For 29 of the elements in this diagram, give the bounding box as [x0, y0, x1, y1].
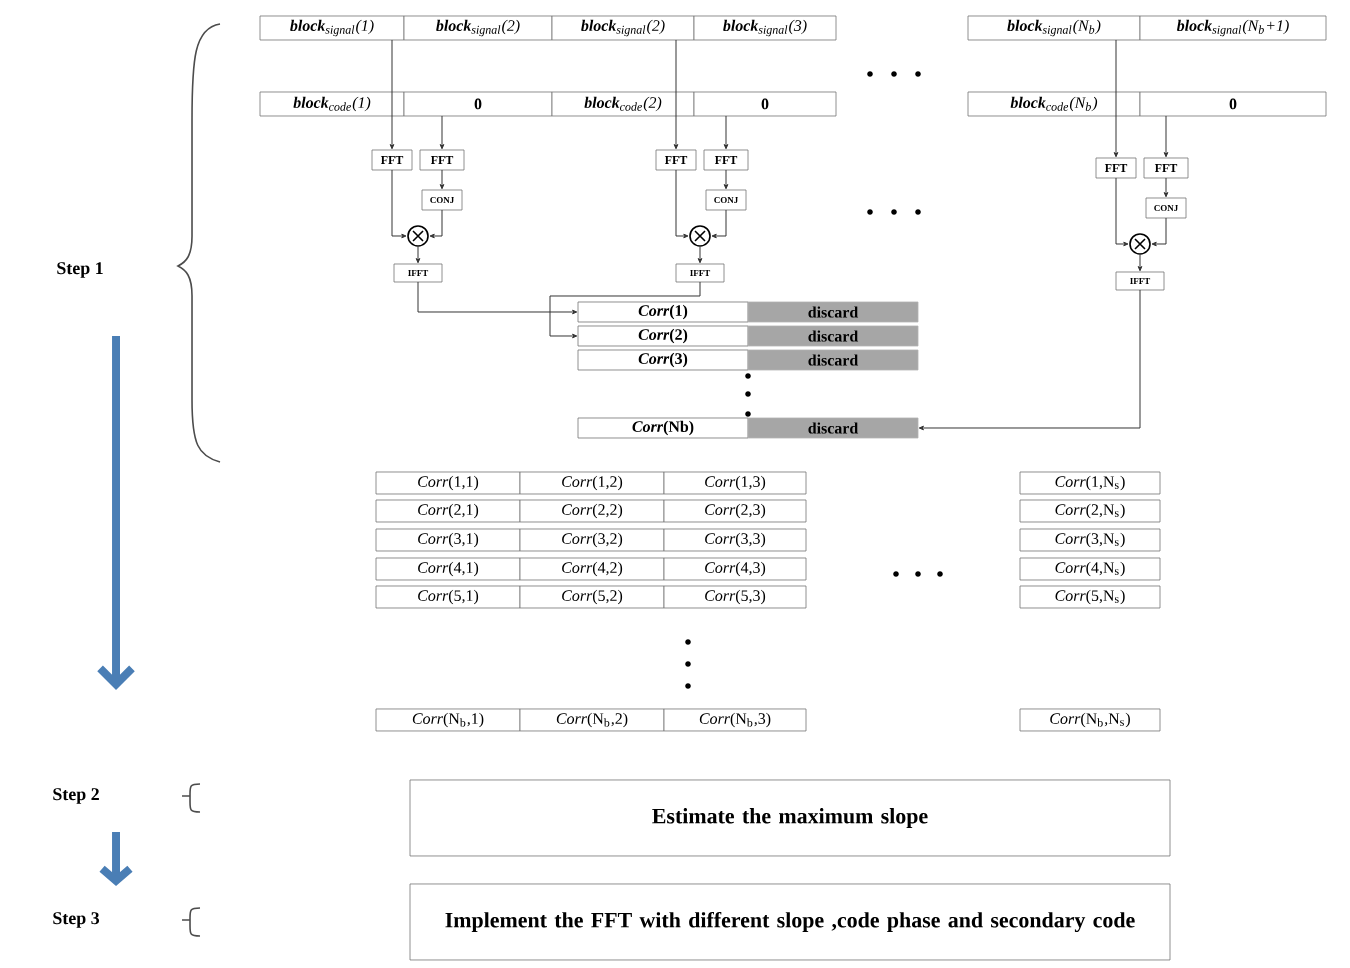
arrow	[673, 39, 679, 150]
arrow	[1163, 177, 1169, 198]
arrow	[697, 246, 703, 264]
step-label: Step 3	[53, 912, 100, 928]
arrow	[391, 169, 407, 239]
arrow	[549, 281, 701, 339]
arrow	[417, 281, 578, 315]
multiplier-symbol	[407, 225, 429, 247]
arrow	[918, 289, 1141, 431]
arrow	[415, 246, 421, 264]
arrow	[723, 169, 729, 190]
arrow	[1137, 254, 1143, 272]
process-box: Implement the FFT with different slope ,code phase and secondary code	[409, 883, 1171, 961]
multiplier-symbol	[1129, 233, 1151, 255]
arrow	[675, 169, 689, 239]
arrow	[439, 169, 445, 190]
step-label: Step 1	[57, 262, 103, 278]
arrow	[439, 115, 445, 150]
arrow	[1115, 177, 1129, 247]
arrow	[1163, 115, 1169, 158]
process-box: Estimate the maximum slope	[409, 779, 1171, 857]
arrow	[723, 115, 729, 150]
arrow	[389, 39, 395, 150]
arrow	[1113, 39, 1119, 158]
arrow	[1151, 217, 1167, 247]
multiplier-symbol	[689, 225, 711, 247]
step-label: Step 2	[53, 788, 99, 804]
arrow	[429, 209, 443, 239]
arrow	[711, 209, 727, 239]
